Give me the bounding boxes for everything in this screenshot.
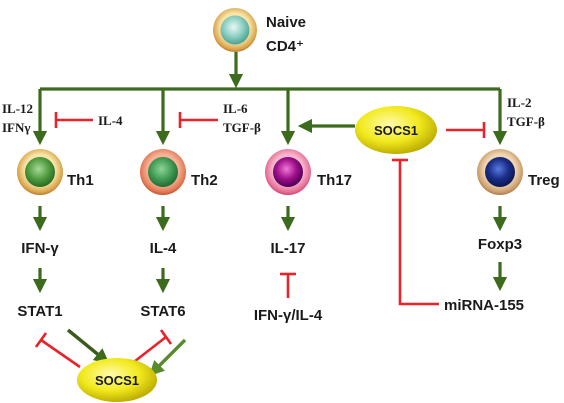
naive-cd4-cell — [213, 8, 257, 52]
il4-inhibits-th1 — [54, 112, 93, 128]
socs1-bottom-label: SOCS1 — [95, 373, 139, 388]
th1-label: Th1 — [67, 172, 94, 189]
socs-inhibits-treg — [446, 122, 486, 138]
socs-inhibits-stat1 — [34, 332, 81, 369]
activation-network — [32, 52, 508, 377]
ifng-product-label: IFN-γ — [21, 240, 59, 257]
il12-label: IL-12 — [2, 101, 33, 116]
th2-label: Th2 — [191, 172, 218, 189]
foxp3-label: Foxp3 — [478, 236, 522, 253]
socs1-bottom-node — [77, 358, 157, 402]
mirna-inhibits-socs — [392, 158, 439, 306]
stat1-to-socs-arrow — [66, 328, 110, 364]
il4-inhibitor-label: IL-4 — [98, 113, 123, 128]
th2-cell — [140, 149, 186, 195]
socs1-top-label: SOCS1 — [374, 123, 418, 138]
il4-product-label: IL-4 — [150, 240, 177, 257]
th1-cell — [17, 149, 63, 195]
ifng-il4-inhibits-il17 — [280, 272, 296, 298]
tgfb-treg-label: TGF-β — [507, 114, 545, 129]
treg-label: Treg — [528, 172, 560, 189]
il6-label: IL-6 — [223, 101, 248, 116]
il17-product-label: IL-17 — [270, 240, 305, 257]
socs1-top-node — [355, 106, 437, 154]
ifng-input-label: IFNγ — [2, 120, 30, 135]
th17-cell — [265, 149, 311, 195]
inhibition-network — [34, 112, 486, 369]
il2-label: IL-2 — [507, 95, 532, 110]
stat6-label: STAT6 — [140, 303, 185, 320]
mirna155-label: miRNA-155 — [444, 297, 524, 314]
ifng-il4-label: IFN-γ/IL-4 — [254, 307, 323, 324]
socs-inhibits-stat6 — [129, 329, 173, 367]
stat1-label: STAT1 — [17, 303, 62, 320]
il6-inhibits-th2 — [178, 112, 218, 128]
stat6-to-socs-arrow — [148, 338, 187, 377]
cd4-label: CD4⁺ — [266, 38, 304, 55]
tgfb-th17-label: TGF-β — [223, 120, 261, 135]
th17-label: Th17 — [317, 172, 352, 189]
treg-cell — [477, 149, 523, 195]
naive-label: Naive — [266, 14, 306, 31]
